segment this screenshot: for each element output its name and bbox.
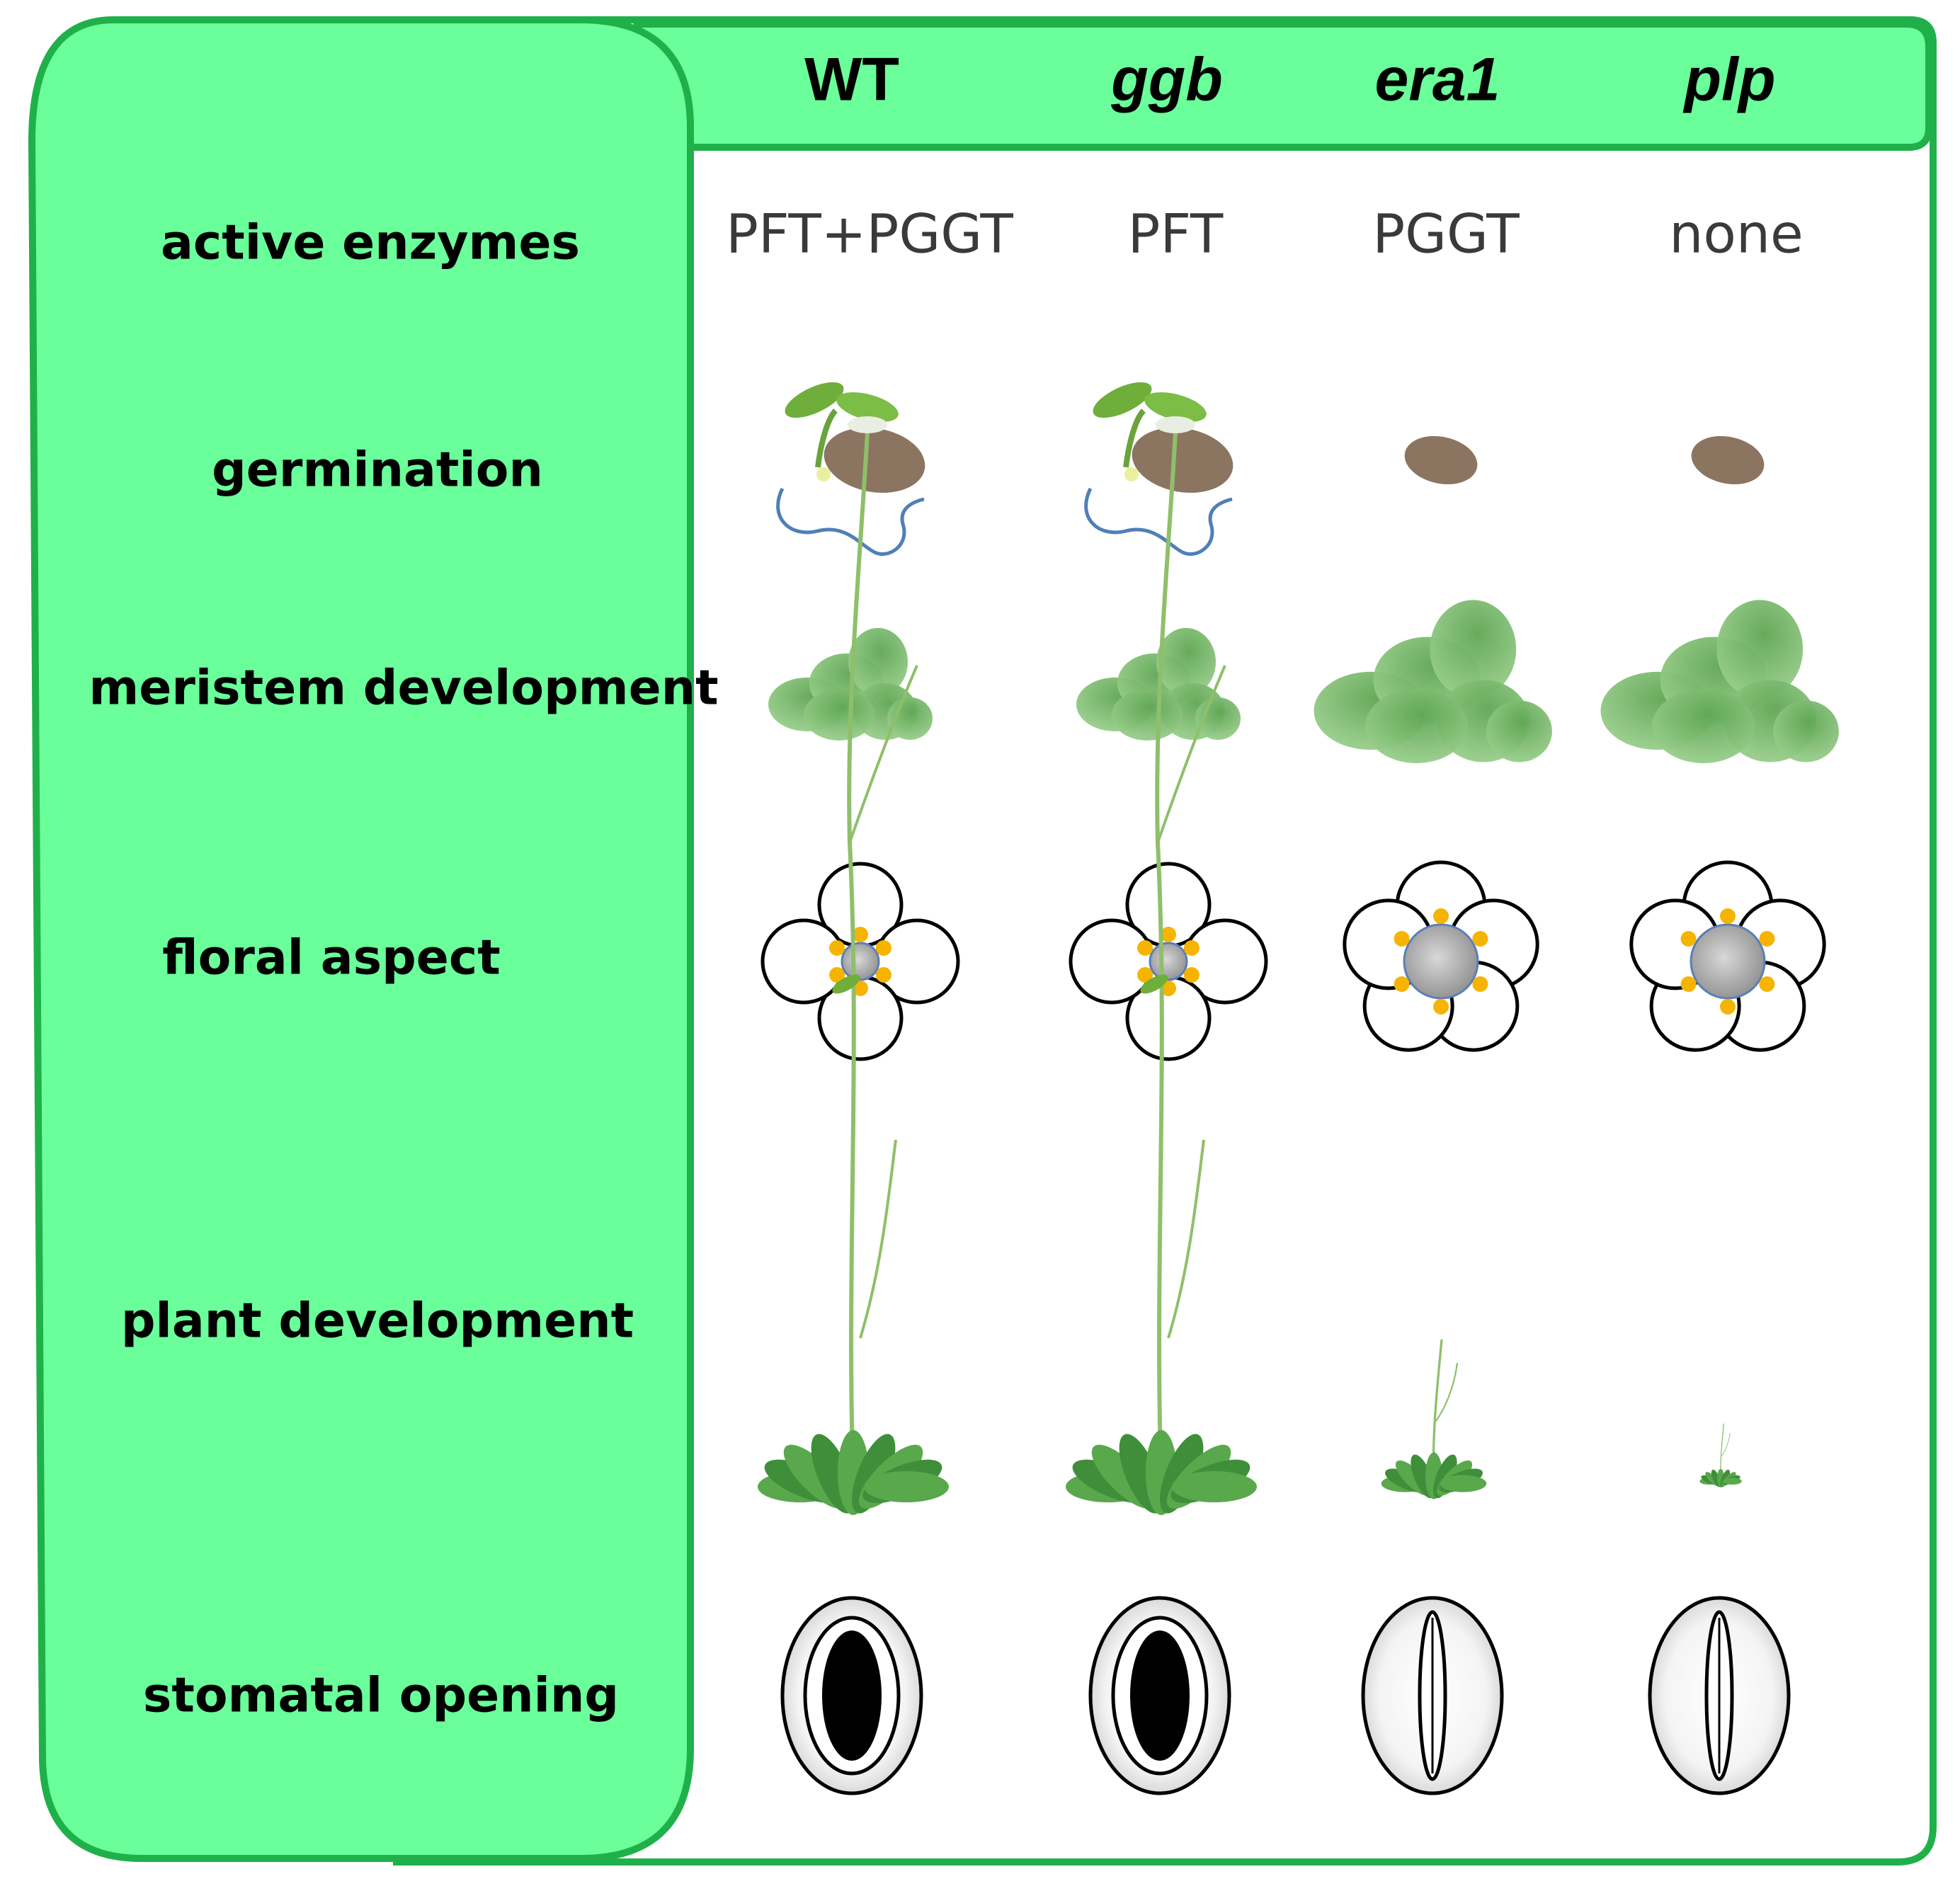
enzymes-ggb: PFT: [1127, 202, 1224, 265]
stoma-icon: [1361, 1596, 1504, 1795]
row-label-stomatal-opening: stomatal opening: [142, 1667, 620, 1724]
row-label-active-enzymes: active enzymes: [160, 215, 581, 271]
flower-icon: [760, 862, 960, 1061]
arabidopsis-plant-icon: [1381, 1339, 1487, 1499]
column-header-plp: plp: [1684, 45, 1776, 114]
meristem-icon: [1076, 628, 1241, 741]
stoma-icon: [780, 1596, 923, 1795]
stoma-icon: [1648, 1596, 1791, 1795]
seed-icon: [1691, 435, 1765, 485]
enzymes-era1: PGGT: [1372, 202, 1520, 265]
column-header-wt: WT: [804, 45, 899, 114]
meristem-icon: [1600, 600, 1839, 763]
phenotype-cells: [758, 382, 1839, 1795]
column-ggb: [1066, 382, 1268, 1795]
seed-icon: [1404, 435, 1478, 485]
enzymes-wt: PFT+PGGT: [726, 202, 1013, 265]
arabidopsis-plant-icon: [758, 416, 949, 1515]
row-label-germination: germination: [212, 442, 543, 498]
meristem-icon: [768, 628, 933, 741]
column-wt: [758, 382, 960, 1795]
flower-icon: [1069, 862, 1268, 1061]
seedling-icon: [1084, 382, 1233, 556]
enzymes-plp: none: [1669, 202, 1804, 265]
flower-icon: [1629, 860, 1826, 1052]
row-label-plant-development: plant development: [120, 1293, 634, 1349]
column-plp: [1600, 435, 1839, 1795]
arabidopsis-plant-icon: [1699, 1423, 1742, 1487]
header-band: [632, 21, 1932, 151]
flower-icon: [1343, 860, 1539, 1052]
row-label-floral-aspect: floral aspect: [162, 930, 501, 986]
column-header-era1: era1: [1374, 45, 1500, 114]
meristem-icon: [1314, 600, 1552, 763]
seedling-icon: [776, 382, 925, 556]
column-era1: [1314, 435, 1552, 1795]
stoma-icon: [1088, 1596, 1231, 1795]
label-panel: [28, 16, 694, 1862]
arabidopsis-plant-icon: [1066, 416, 1257, 1515]
row-label-meristem-development: meristem development: [89, 660, 719, 716]
column-header-ggb: ggb: [1111, 45, 1223, 114]
